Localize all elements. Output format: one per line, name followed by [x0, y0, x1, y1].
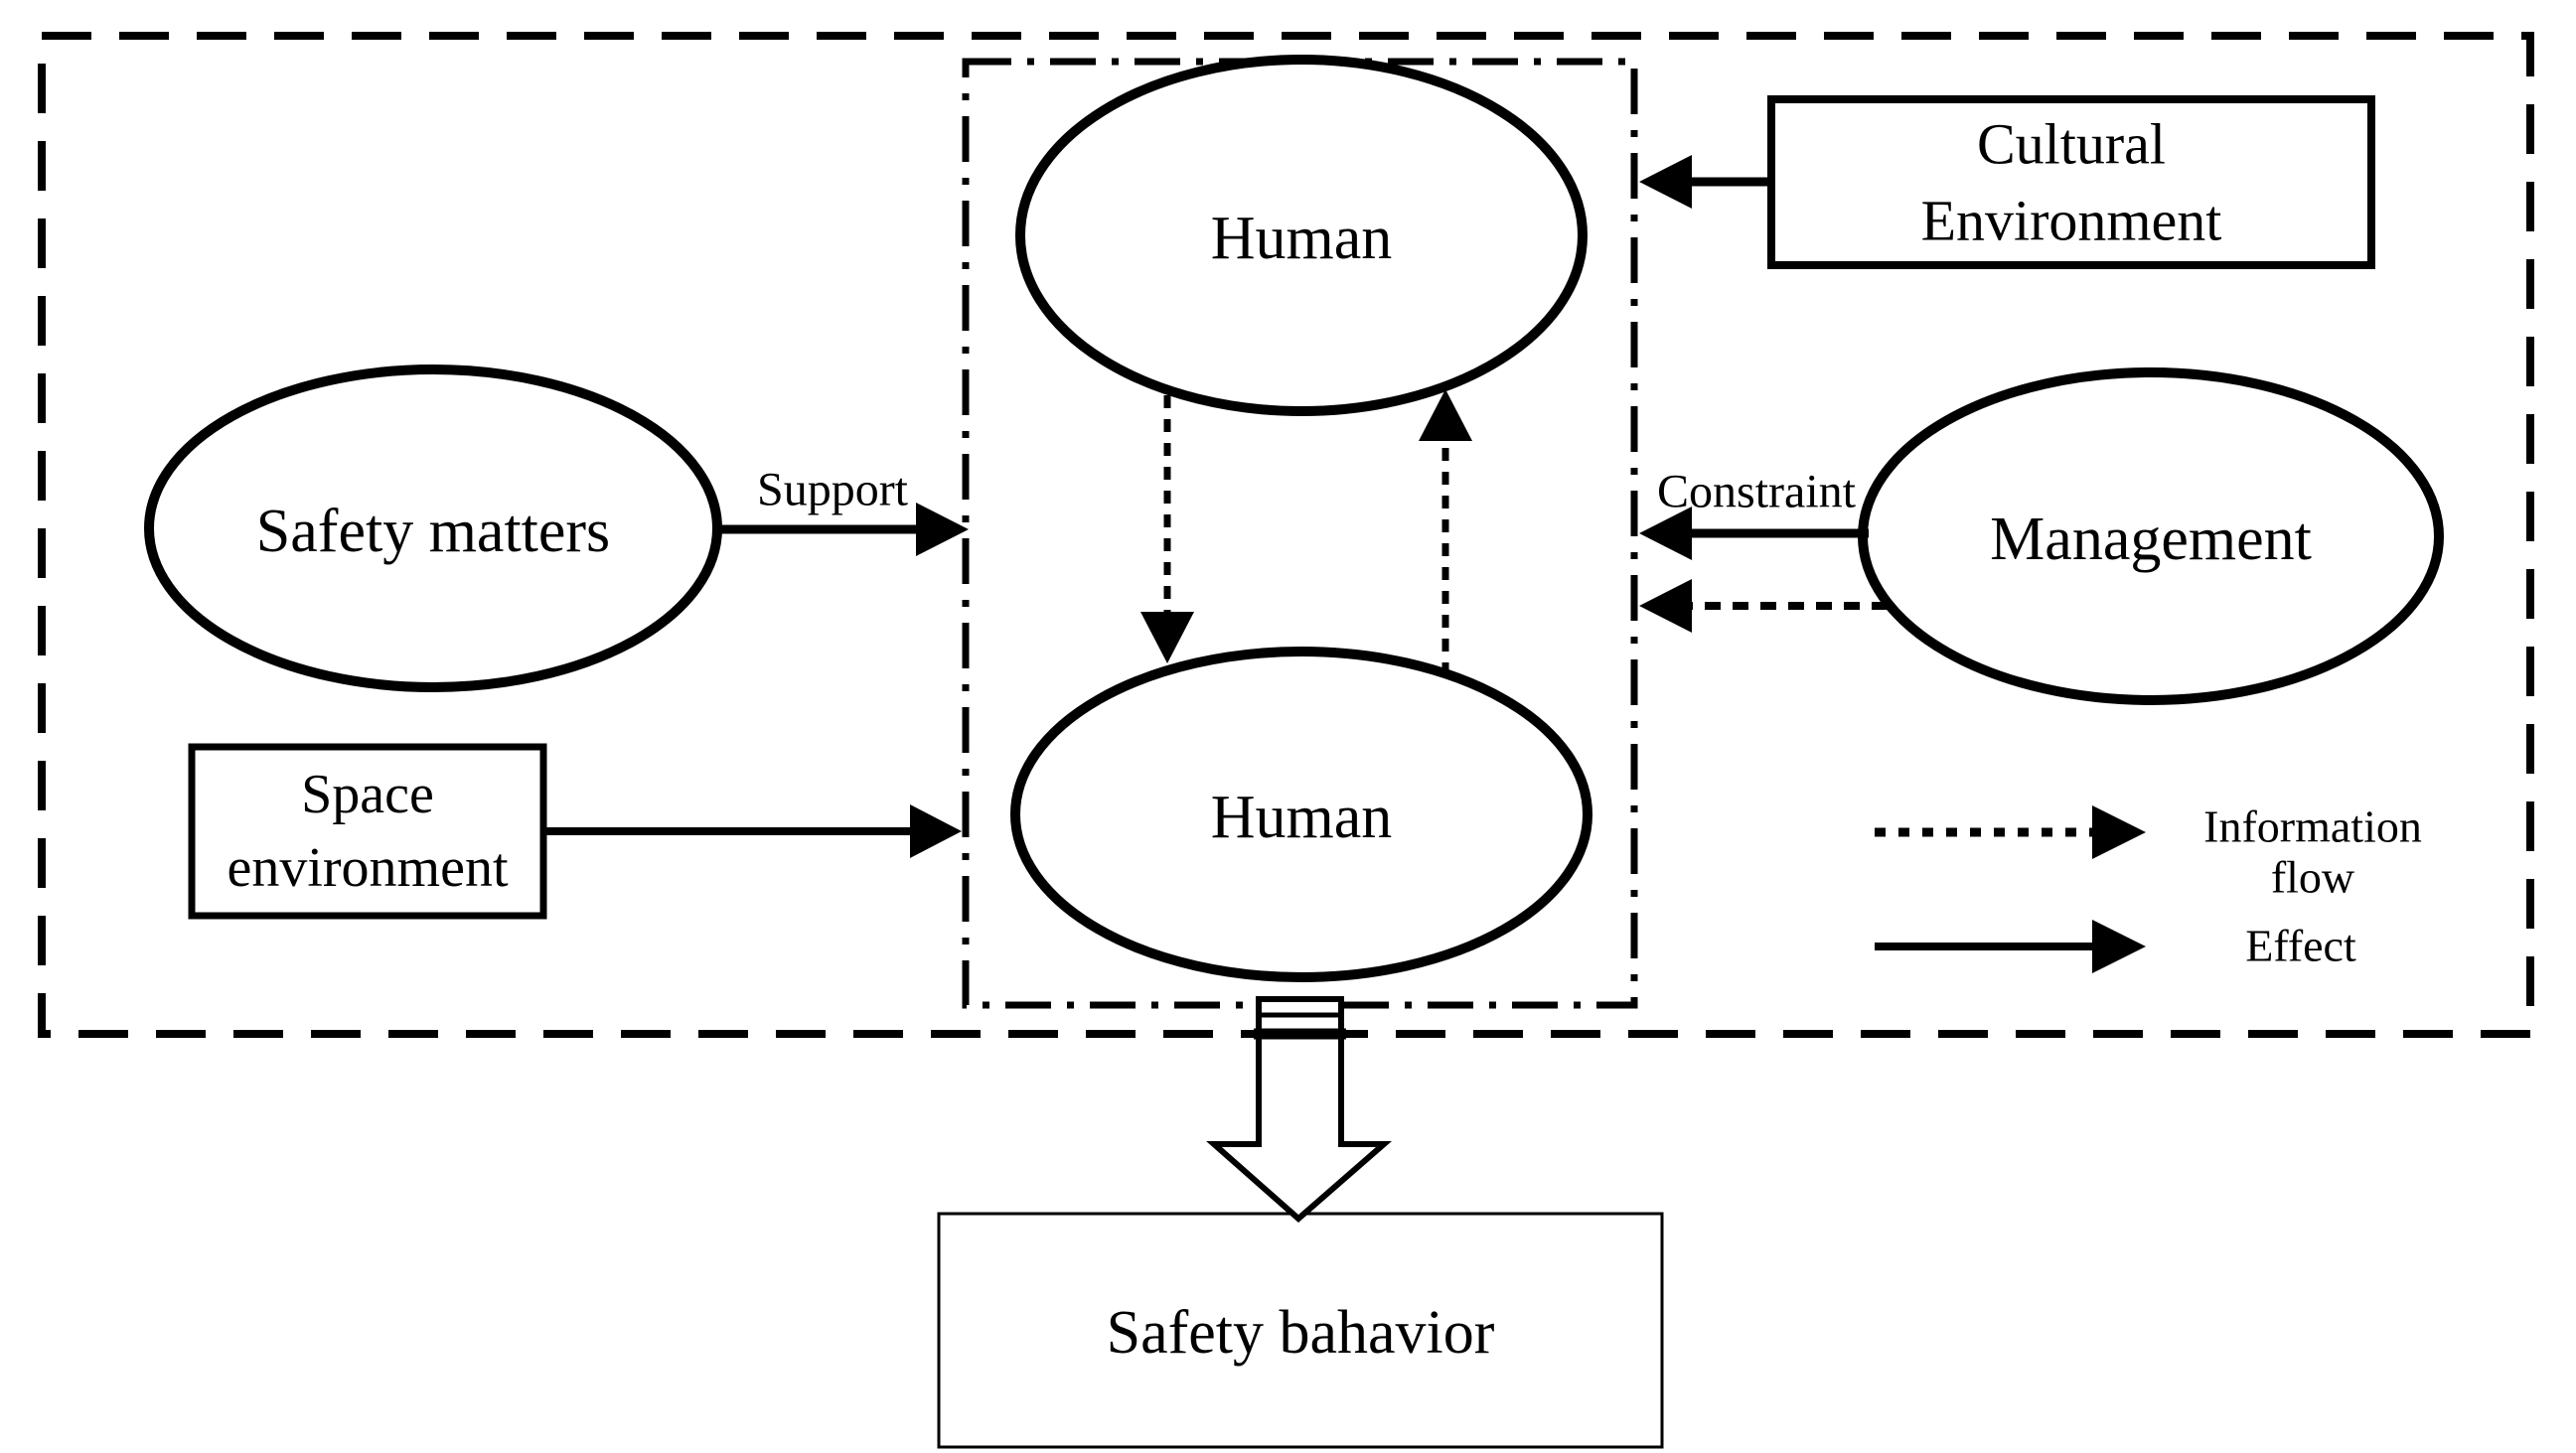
support-edge-label: Support	[756, 463, 909, 516]
space-environment-label: Space environment	[227, 759, 508, 906]
legend-information-flow-symbol	[1875, 805, 2146, 859]
management-label: Management	[1990, 505, 2312, 573]
human-top-ellipse	[1015, 55, 1588, 416]
group-to-behavior-block-arrow	[1206, 996, 1393, 1223]
safety-behavior-label: Safety bahavior	[1106, 1298, 1495, 1367]
safety-behavior-box	[937, 1212, 1664, 1449]
cultural-environment-arrow	[1639, 155, 1771, 209]
space-environment-label-line2: environment	[227, 837, 509, 899]
legend-effect-symbol	[1875, 920, 2146, 973]
human-down-dashed-arrow	[1140, 395, 1194, 663]
constraint-edge-label: Constraint	[1657, 465, 1856, 518]
legend-information-flow-label: Information flow	[2203, 801, 2422, 902]
space-environment-label-line1: Space	[301, 764, 434, 826]
cultural-environment-label-line2: Environment	[1920, 188, 2222, 252]
constraint-arrow	[1639, 507, 1869, 560]
space-environment-arrow	[543, 804, 962, 858]
safety-matters-label: Safety matters	[255, 497, 611, 565]
legend-effect-label: Effect	[2245, 920, 2356, 971]
management-information-dashed-arrow	[1639, 579, 1888, 633]
cultural-environment-box	[1767, 95, 2375, 269]
legend-information-flow-line2: flow	[2270, 851, 2355, 902]
human-top-label: Human	[1210, 204, 1393, 272]
cultural-environment-label-line1: Cultural	[1976, 111, 2167, 177]
human-up-dashed-arrow	[1419, 389, 1472, 675]
support-arrow	[717, 503, 969, 556]
human-bottom-label: Human	[1210, 783, 1393, 851]
legend-information-flow-line1: Information	[2203, 800, 2422, 852]
cultural-environment-label: Cultural Environment	[1921, 106, 2222, 258]
human-bottom-ellipse	[1010, 647, 1592, 982]
